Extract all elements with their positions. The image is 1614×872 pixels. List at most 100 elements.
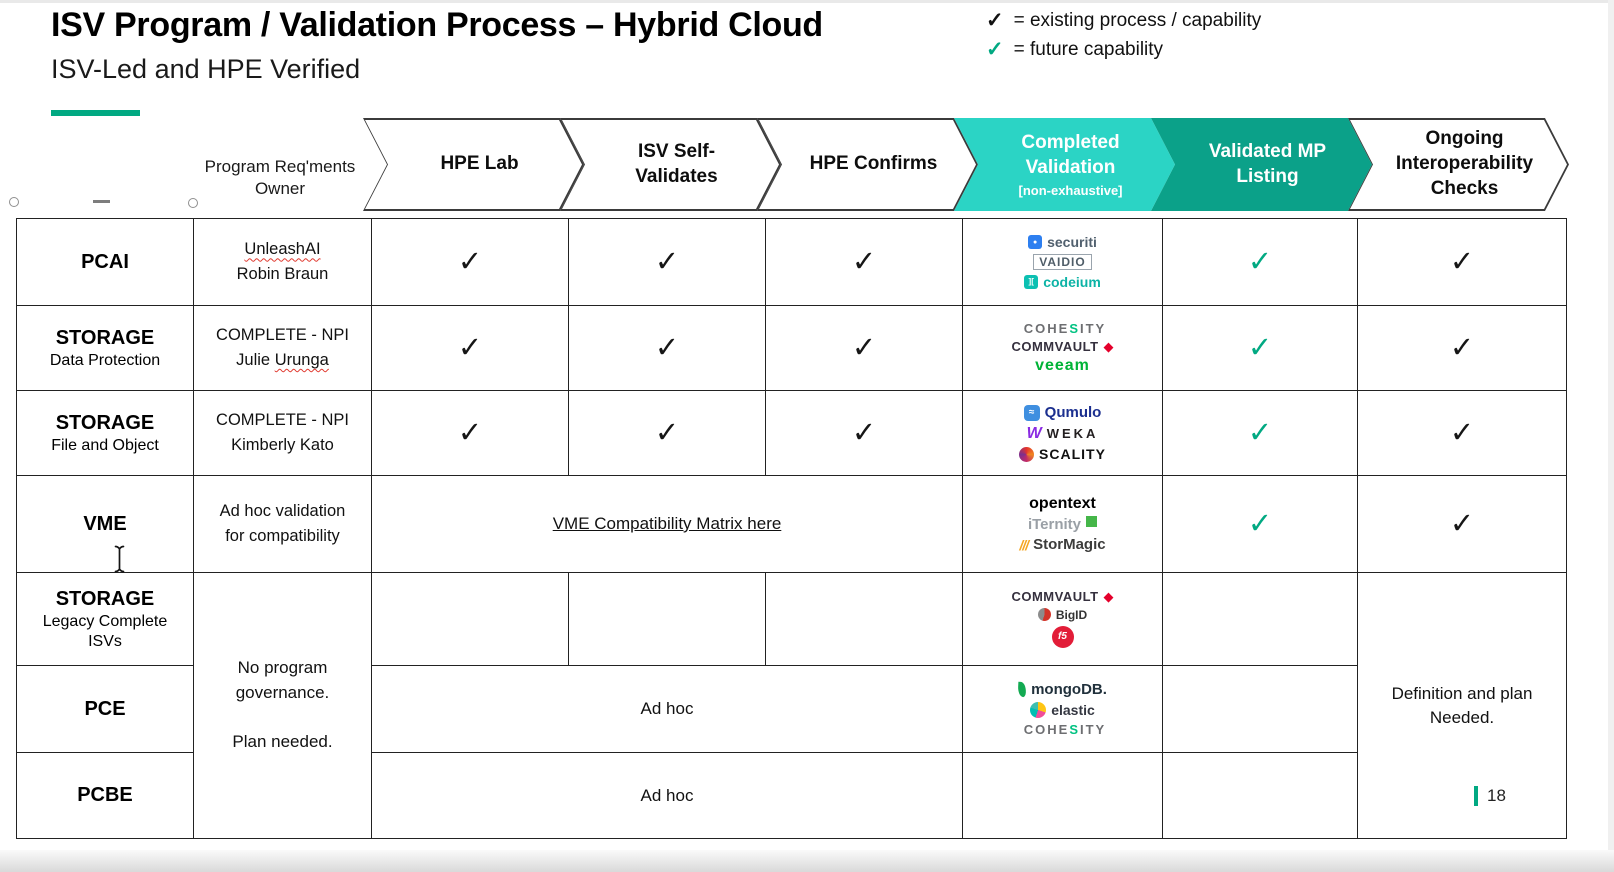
category-label: STORAGE: [55, 588, 155, 611]
cohesity-logo-label: COHESITY: [1023, 321, 1107, 336]
securiti-logo-icon: ●: [1028, 235, 1043, 249]
definition-plan-cell: Definition and plan Needed.: [1357, 572, 1567, 839]
check-icon: ✓: [851, 416, 877, 449]
check-icon: ✓: [851, 245, 877, 278]
shape-handle-left[interactable]: [9, 197, 19, 207]
check-icon: ✓: [457, 416, 483, 449]
category-sublabel: Legacy Complete ISVs: [42, 613, 168, 650]
owner-line: UnleashAI: [244, 240, 321, 259]
chevron-hpe-lab: HPE Lab: [363, 118, 584, 211]
row-label-vme: VME: [16, 475, 194, 573]
check-icon: ✓: [1449, 245, 1475, 278]
page-number-accent-bar: [1474, 786, 1478, 806]
check-icon: ✓: [1449, 416, 1475, 449]
definition-plan-text: Definition and plan Needed.: [1391, 683, 1533, 727]
row-label-pcbe: PCBE: [16, 752, 194, 839]
empty-cell: [371, 572, 569, 666]
weka-logo: W WEKA: [1026, 424, 1099, 442]
commvault-logo-label: COMMVAULT: [1011, 339, 1099, 354]
owner-cell-pcai: UnleashAI Robin Braun: [193, 218, 372, 306]
validation-table: PCAI UnleashAI Robin Braun ✓ ✓ ✓ ●securi…: [16, 218, 1567, 839]
owner-cell-storage-dp: COMPLETE - NPI Julie Urunga: [193, 305, 372, 391]
check-icon: ✓: [457, 245, 483, 278]
mongodb-logo-label: mongoDB.: [1031, 681, 1107, 698]
check-cell-hpe-confirms: ✓: [765, 305, 963, 391]
check-icon-green: ✓: [1247, 507, 1273, 540]
chevron-validated-mp-listing: Validated MP Listing: [1151, 118, 1372, 211]
check-icon: ✓: [654, 416, 680, 449]
chevron-hpe-confirms: HPE Confirms: [757, 118, 978, 211]
row-storage-fo: STORAGE File and Object COMPLETE - NPI K…: [16, 390, 1567, 476]
qumulo-logo-icon: ≈: [1023, 404, 1040, 421]
page-title: ISV Program / Validation Process – Hybri…: [51, 6, 823, 44]
screen-top-edge: [0, 0, 1614, 3]
chevron-label: ISV Self- Validates: [635, 140, 718, 187]
owner-column-header: Program Req'ments Owner: [204, 157, 356, 199]
category-label: VME: [83, 512, 127, 535]
commvault-logo: COMMVAULT◆: [1011, 590, 1113, 603]
adhoc-cell-pce: Ad hoc: [371, 665, 963, 753]
opentext-logo-label: opentext: [1029, 495, 1096, 512]
check-icon: ✓: [851, 331, 877, 364]
check-cell-hpe-lab: ✓: [371, 218, 569, 306]
bigid-logo-icon: [1037, 608, 1051, 621]
row-vme: VME Ad hoc validation for compatibility …: [16, 475, 1567, 573]
row-storage-dp: STORAGE Data Protection COMPLETE - NPI J…: [16, 305, 1567, 391]
vaidio-logo-label: VAIDIO: [1033, 254, 1092, 270]
chevron-isv-self-validates: ISV Self- Validates: [560, 118, 781, 211]
legend-existing: ✓ = existing process / capability: [986, 6, 1261, 35]
check-cell-ongoing: ✓: [1357, 390, 1567, 476]
check-cell-ongoing: ✓: [1357, 475, 1567, 573]
check-cell-hpe-lab: ✓: [371, 390, 569, 476]
chevron-ongoing-interoperability: Ongoing Interoperability Checks: [1348, 118, 1569, 211]
chevron-sublabel: [non-exhaustive]: [1018, 182, 1123, 198]
iternity-logo-label: iTernity: [1027, 516, 1082, 533]
check-cell-isv-self: ✓: [568, 305, 766, 391]
shape-handle-right[interactable]: [188, 198, 198, 208]
scality-logo: SCALITY: [1019, 446, 1106, 462]
owner-cell-storage-fo: COMPLETE - NPI Kimberly Kato: [193, 390, 372, 476]
owner-line: Julie: [236, 351, 271, 369]
category-label: STORAGE: [55, 411, 155, 434]
empty-cell: [1162, 665, 1358, 753]
row-pcbe: PCBE Ad hoc: [16, 752, 1567, 839]
scality-logo-label: SCALITY: [1039, 446, 1106, 462]
owner-line: COMPLETE - NPI: [216, 411, 349, 430]
weka-logo-label: WEKA: [1046, 426, 1099, 441]
check-icon-green: ✓: [1247, 331, 1273, 364]
check-cell-hpe-confirms: ✓: [765, 218, 963, 306]
empty-cell: [1162, 752, 1358, 839]
vme-compatibility-link[interactable]: VME Compatibility Matrix here: [552, 514, 782, 533]
check-icon: ✓: [457, 331, 483, 364]
empty-cell: [765, 572, 963, 666]
iternity-logo-icon: [1086, 516, 1098, 527]
governance-note-cell: No program governance. Plan needed.: [193, 572, 372, 839]
chevron-label: Validated MP Listing: [1208, 140, 1327, 187]
process-chevrons: HPE Lab ISV Self- Validates HPE Confirms…: [363, 118, 1569, 211]
owner-line: Ad hoc validation: [219, 502, 346, 521]
weka-logo-icon: W: [1026, 424, 1042, 442]
bigid-logo: BigID: [1037, 608, 1087, 621]
cohesity-logo: COHESITY: [1019, 322, 1106, 335]
category-label: PCAI: [81, 250, 129, 273]
category-label: PCE: [84, 697, 126, 720]
legend: ✓ = existing process / capability ✓ = fu…: [986, 6, 1261, 64]
empty-cell: [1162, 572, 1358, 666]
stormagic-logo-label: StorMagic: [1033, 536, 1106, 553]
shape-handle-dash: [93, 200, 110, 203]
check-cell-mp-listing: ✓: [1162, 218, 1358, 306]
vme-compatibility-link-cell: VME Compatibility Matrix here: [371, 475, 963, 573]
page-number: 18: [1474, 786, 1506, 806]
elastic-logo: elastic: [1030, 702, 1095, 718]
vaidio-logo: VAIDIO: [1033, 254, 1092, 270]
owner-line: Kimberly Kato: [231, 436, 334, 454]
row-label-pcai: PCAI: [16, 218, 194, 306]
check-cell-ongoing: ✓: [1357, 218, 1567, 306]
check-icon-green: ✓: [1247, 245, 1273, 278]
owner-line: for compatibility: [225, 527, 340, 545]
